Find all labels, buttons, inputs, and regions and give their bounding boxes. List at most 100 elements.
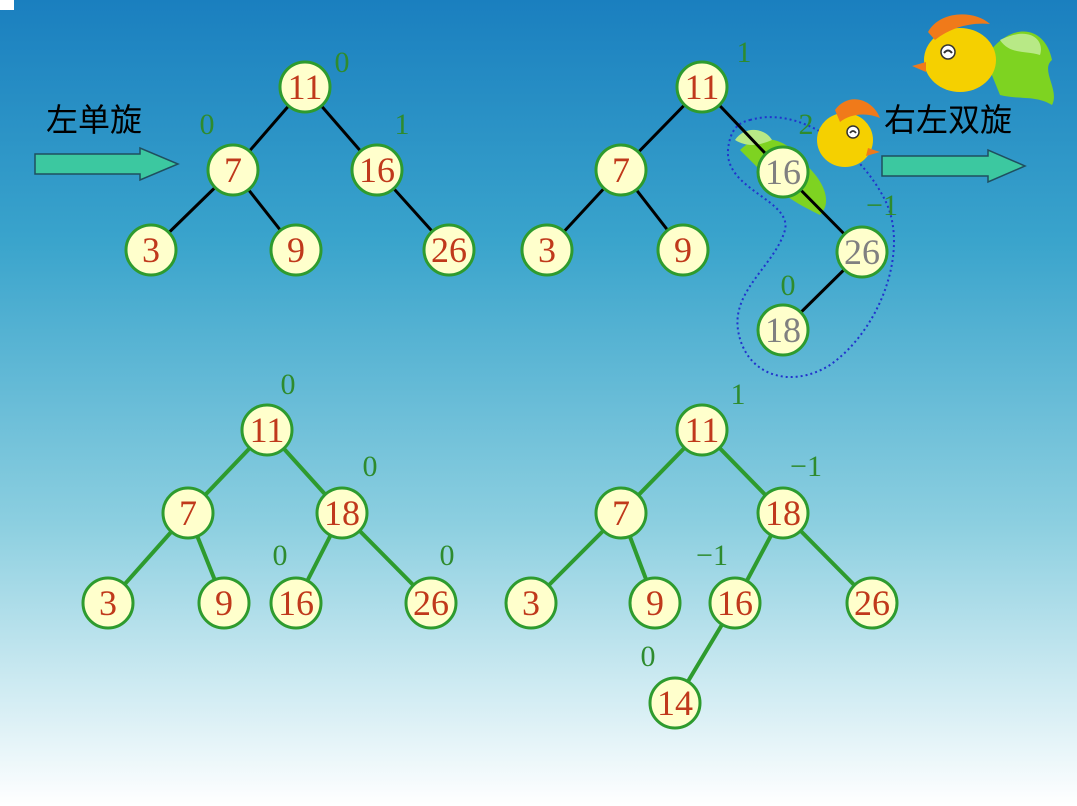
node-circle bbox=[269, 223, 323, 277]
node-label: 16 bbox=[717, 583, 753, 623]
node-circle bbox=[835, 225, 889, 279]
node-label: 18 bbox=[765, 310, 801, 350]
balance-factors-layer: 0 0 11 2 −1 0 0 0 0 0 1 −1 −1 0 bbox=[200, 36, 898, 673]
node-label: 7 bbox=[612, 493, 630, 533]
tree-node-7: 7 bbox=[594, 486, 648, 540]
node-label: 11 bbox=[288, 67, 323, 107]
node-label: 26 bbox=[413, 583, 449, 623]
tree-node-3: 3 bbox=[124, 223, 178, 277]
tree-node-9: 9 bbox=[656, 223, 710, 277]
node-circle bbox=[594, 143, 648, 197]
tree-node-7: 7 bbox=[206, 143, 260, 197]
node-label: 9 bbox=[287, 230, 305, 270]
balance-factor-d18: −1 bbox=[790, 450, 822, 483]
node-circle bbox=[520, 223, 574, 277]
tree-node-26: 26 bbox=[845, 576, 899, 630]
node-circle bbox=[278, 60, 332, 114]
balance-factor-c11: 0 bbox=[281, 368, 296, 401]
node-label: 14 bbox=[657, 683, 693, 723]
node-label: 26 bbox=[844, 232, 880, 272]
tree-node-26: 26 bbox=[422, 223, 476, 277]
balance-factor-c16: 0 bbox=[273, 539, 288, 572]
tree-node-3: 3 bbox=[81, 576, 135, 630]
tree-node-16: 16 bbox=[756, 145, 810, 199]
balance-factor-d14: 0 bbox=[641, 640, 656, 673]
balance-factor-a7: 0 bbox=[200, 108, 215, 141]
node-label: 26 bbox=[431, 230, 467, 270]
node-circle bbox=[269, 576, 323, 630]
balance-factor-d16: −1 bbox=[696, 539, 728, 572]
node-circle bbox=[756, 303, 810, 357]
node-circle bbox=[124, 223, 178, 277]
balance-factor-b26: −1 bbox=[866, 189, 898, 222]
node-label: 9 bbox=[215, 583, 233, 623]
node-circle bbox=[756, 486, 810, 540]
node-label: 3 bbox=[522, 583, 540, 623]
node-circle bbox=[845, 576, 899, 630]
node-circle bbox=[240, 403, 294, 457]
tree-node-3: 3 bbox=[520, 223, 574, 277]
node-circle bbox=[161, 486, 215, 540]
node-label: 16 bbox=[359, 150, 395, 190]
tree-node-26: 26 bbox=[404, 576, 458, 630]
arrow-double-rotation bbox=[881, 148, 1027, 184]
node-circle bbox=[648, 676, 702, 730]
tree-node-9: 9 bbox=[269, 223, 323, 277]
caption-right-left-double-rotation: 右左双旋 bbox=[884, 101, 1012, 139]
node-label: 7 bbox=[179, 493, 197, 533]
balance-factor-b11: 1 bbox=[737, 36, 752, 69]
node-label: 3 bbox=[538, 230, 556, 270]
tree-node-18: 18 bbox=[315, 486, 369, 540]
tree-node-14: 14 bbox=[648, 676, 702, 730]
node-circle bbox=[628, 576, 682, 630]
tree-node-7: 7 bbox=[161, 486, 215, 540]
node-circle bbox=[675, 60, 729, 114]
node-label: 11 bbox=[685, 410, 720, 450]
node-circle bbox=[708, 576, 762, 630]
bird-illustration-top-right bbox=[912, 14, 1054, 106]
node-label: 18 bbox=[324, 493, 360, 533]
balance-factor-b16: 2 bbox=[799, 108, 814, 141]
node-label: 16 bbox=[765, 152, 801, 192]
tree-node-16: 16 bbox=[350, 143, 404, 197]
node-circle bbox=[504, 576, 558, 630]
nodes-layer: 11 7 16 3 9 26 11 7 16 3 9 26 18 11 7 18 3 9 16 26 11 7 18 3 9 16… bbox=[81, 60, 899, 730]
node-circle bbox=[675, 403, 729, 457]
tree-node-11: 11 bbox=[240, 403, 294, 457]
tree-node-26: 26 bbox=[835, 225, 889, 279]
tree-node-18: 18 bbox=[756, 486, 810, 540]
node-label: 11 bbox=[250, 410, 285, 450]
node-circle bbox=[594, 486, 648, 540]
tree-node-11: 11 bbox=[278, 60, 332, 114]
tree-node-11: 11 bbox=[675, 60, 729, 114]
tree-node-18: 18 bbox=[756, 303, 810, 357]
node-circle bbox=[656, 223, 710, 277]
node-label: 7 bbox=[612, 150, 630, 190]
node-label: 11 bbox=[685, 67, 720, 107]
node-label: 3 bbox=[99, 583, 117, 623]
node-circle bbox=[206, 143, 260, 197]
node-label: 9 bbox=[646, 583, 664, 623]
node-circle bbox=[404, 576, 458, 630]
balance-factor-a11: 0 bbox=[335, 46, 350, 79]
balance-factor-c26: 0 bbox=[440, 539, 455, 572]
node-label: 3 bbox=[142, 230, 160, 270]
tree-node-9: 9 bbox=[197, 576, 251, 630]
caption-left-single-rotation: 左单旋 bbox=[46, 101, 142, 139]
balance-factor-a16: 1 bbox=[395, 108, 410, 141]
node-label: 18 bbox=[765, 493, 801, 533]
node-circle bbox=[422, 223, 476, 277]
node-label: 9 bbox=[674, 230, 692, 270]
tree-node-3: 3 bbox=[504, 576, 558, 630]
balance-factor-c18: 0 bbox=[363, 450, 378, 483]
node-circle bbox=[81, 576, 135, 630]
tree-node-11: 11 bbox=[675, 403, 729, 457]
corner-mark bbox=[0, 0, 14, 10]
tree-node-16: 16 bbox=[269, 576, 323, 630]
tree-node-9: 9 bbox=[628, 576, 682, 630]
tree-node-7: 7 bbox=[594, 143, 648, 197]
arrow-left-rotation bbox=[34, 146, 180, 182]
balance-factor-b18: 0 bbox=[781, 269, 796, 302]
